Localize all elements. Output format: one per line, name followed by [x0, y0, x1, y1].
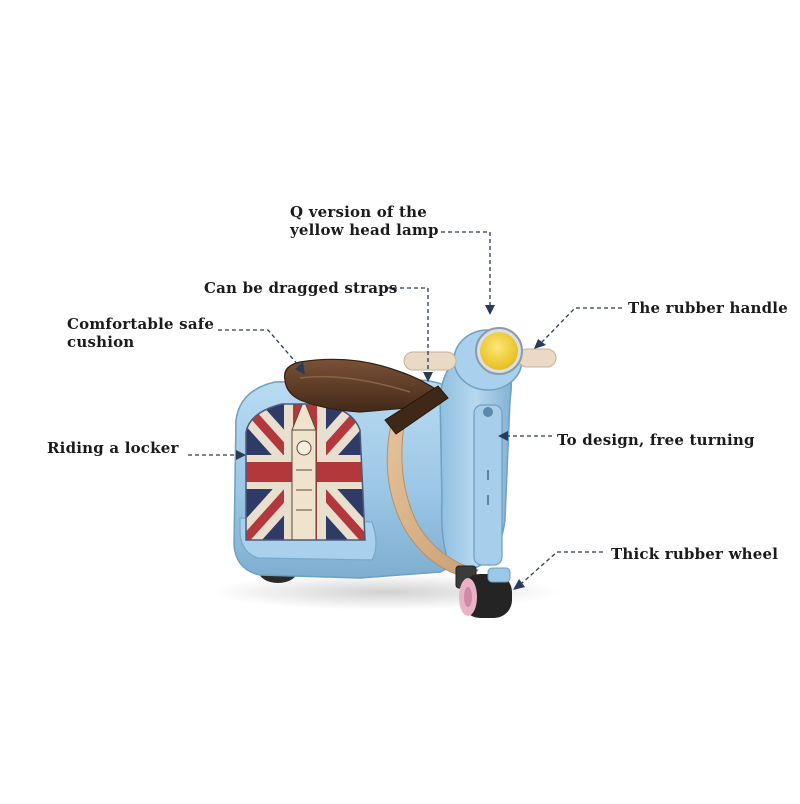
callout-head-lamp: Q version of the yellow head lamp	[290, 203, 439, 239]
callout-wheel-text: Thick rubber wheel	[611, 545, 779, 563]
thick-rubber-wheel	[459, 567, 512, 618]
callout-arrowheads	[236, 305, 546, 590]
union-jack-panel	[246, 404, 365, 540]
callout-line-cushion	[218, 329, 300, 367]
callout-cushion-line2: cushion	[67, 333, 135, 351]
callout-handle-text: The rubber handle	[628, 299, 788, 317]
callout-line-wheel	[521, 551, 603, 584]
callout-locker-text: Riding a locker	[47, 439, 179, 457]
callout-head-lamp-line2: yellow head lamp	[290, 221, 439, 239]
callout-line-head-lamp	[441, 231, 491, 305]
steering-screw	[483, 407, 493, 417]
right-rubber-handle	[517, 348, 557, 368]
arrow-wheel	[513, 579, 525, 590]
callout-head-lamp-line1: Q version of the	[290, 203, 427, 221]
yellow-head-lamp	[480, 332, 518, 370]
arrow-locker	[236, 450, 246, 460]
callout-straps: Can be dragged straps	[204, 279, 398, 297]
steering-column	[473, 404, 503, 566]
callout-locker: Riding a locker	[47, 439, 179, 457]
seat-stitch	[299, 375, 411, 393]
callout-handle: The rubber handle	[628, 299, 788, 317]
arrow-turning	[498, 431, 508, 441]
callout-line-handle	[541, 307, 622, 343]
callout-cushion: Comfortable safe cushion	[67, 315, 214, 351]
callout-turning: To design, free turning	[557, 431, 755, 449]
arrow-straps	[423, 372, 433, 382]
left-rubber-handle	[403, 351, 457, 371]
big-ben-tower	[291, 404, 317, 540]
arrow-handle	[534, 339, 546, 349]
callout-cushion-line1: Comfortable safe	[67, 315, 215, 333]
callout-lines	[188, 231, 622, 584]
arrow-head-lamp	[485, 305, 495, 315]
callout-turning-text: To design, free turning	[557, 431, 755, 449]
callout-line-straps	[386, 287, 429, 372]
callout-straps-text: Can be dragged straps	[204, 279, 398, 297]
strap-buckle	[384, 385, 449, 435]
callout-wheel: Thick rubber wheel	[611, 545, 778, 563]
arrow-cushion	[295, 362, 305, 375]
